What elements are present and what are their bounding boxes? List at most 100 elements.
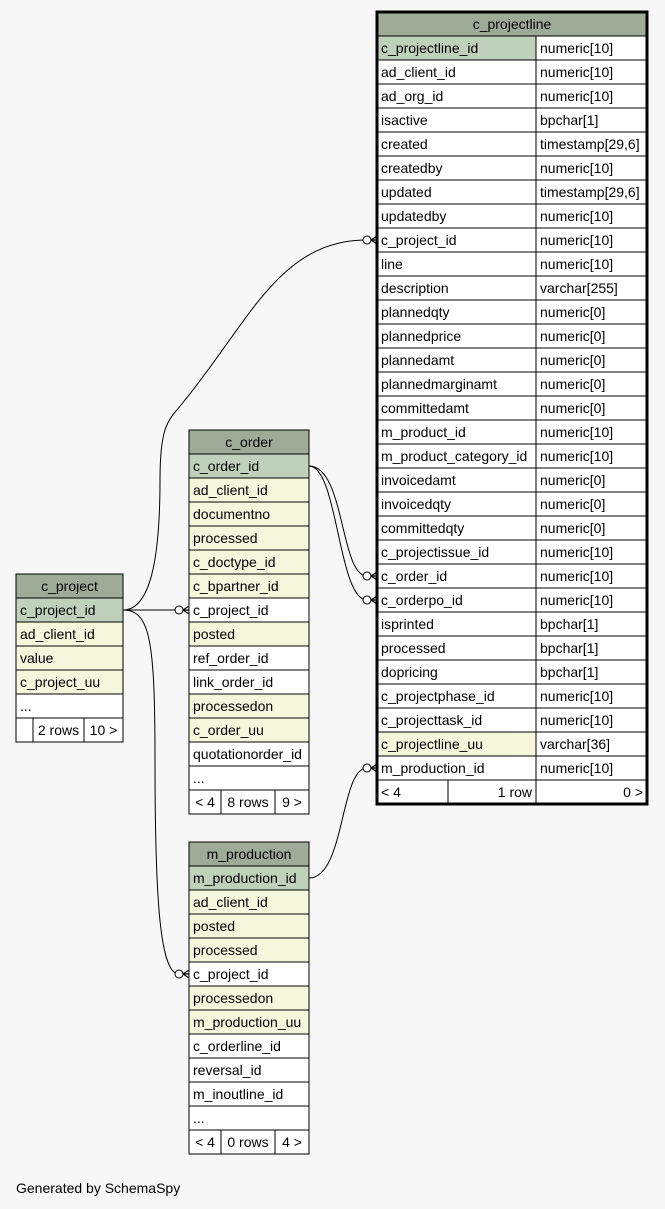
table-c-project[interactable]: c_projectc_project_idad_client_idvaluec_… — [15, 573, 124, 743]
column-row-c-project-id[interactable]: c_project_id — [188, 961, 310, 987]
column-row-quotationorder-id[interactable]: quotationorder_id — [188, 741, 310, 767]
children-link[interactable]: 9 > — [282, 794, 302, 810]
column-name: c_bpartner_id — [193, 578, 279, 594]
column-row-c-orderline-id[interactable]: c_orderline_id — [188, 1033, 310, 1059]
column-name: c_projectissue_id — [381, 544, 489, 560]
column-type: numeric[0] — [540, 520, 605, 536]
column-row-c-bpartner-id[interactable]: c_bpartner_id — [188, 573, 310, 599]
column-row-ref-order-id[interactable]: ref_order_id — [188, 645, 310, 671]
column-name: m_inoutline_id — [193, 1086, 283, 1102]
column-name: updated — [381, 184, 432, 200]
column-name: c_projectphase_id — [381, 688, 495, 704]
column-type: numeric[10] — [540, 688, 613, 704]
row-count: 2 rows — [38, 722, 79, 738]
column-name-cell — [376, 155, 537, 181]
column-row-c-project-id[interactable]: c_project_id — [15, 597, 124, 623]
column-type: numeric[10] — [540, 760, 613, 776]
table-m-production[interactable]: m_productionm_production_idad_client_idp… — [188, 841, 310, 1155]
column-type-cell — [535, 419, 648, 445]
column-row-m-production-uu[interactable]: m_production_uu — [188, 1009, 310, 1035]
column-row-processed[interactable]: processed — [188, 937, 310, 963]
column-cell — [188, 669, 310, 695]
column-row-c-projectphase-id[interactable]: c_projectphase_id numeric[10] — [376, 683, 648, 709]
column-name: link_order_id — [193, 674, 273, 690]
column-name: invoicedamt — [381, 472, 456, 488]
column-row-c-project-id[interactable]: c_project_id — [188, 597, 310, 623]
crows-foot-marker — [362, 595, 378, 605]
column-name: ... — [193, 770, 205, 786]
column-row-m-inoutline-id[interactable]: m_inoutline_id — [188, 1081, 310, 1107]
column-row-ellipsis[interactable]: ... — [15, 693, 124, 719]
children-link[interactable]: 10 > — [90, 722, 118, 738]
parents-link[interactable]: < 4 — [195, 1134, 215, 1150]
parents-link[interactable]: < 4 — [381, 784, 401, 800]
column-row-ad-client-id[interactable]: ad_client_id — [188, 477, 310, 503]
column-row-processed[interactable]: processed — [188, 525, 310, 551]
edge-corder-to-cprojectline-order — [308, 465, 378, 581]
column-name: ... — [193, 1110, 205, 1126]
column-row-c-order-id[interactable]: c_order_id — [188, 453, 310, 479]
column-cell — [15, 621, 124, 647]
column-row-ad-client-id[interactable]: ad_client_id — [15, 621, 124, 647]
column-row-processedon[interactable]: processedon — [188, 985, 310, 1011]
column-row-documentno[interactable]: documentno — [188, 501, 310, 527]
column-row-processedon[interactable]: processedon — [188, 693, 310, 719]
column-row-ellipsis[interactable]: ... — [188, 1105, 310, 1131]
column-row-link-order-id[interactable]: link_order_id — [188, 669, 310, 695]
column-row-m-production-id[interactable]: m_production_id — [188, 865, 310, 891]
column-row-ad-client-id[interactable]: ad_client_id — [188, 889, 310, 915]
relationship-edges — [122, 235, 378, 979]
column-row-reversal-id[interactable]: reversal_id — [188, 1057, 310, 1083]
children-link[interactable]: 4 > — [282, 1134, 302, 1150]
parents-link[interactable]: < 4 — [195, 794, 215, 810]
column-cell — [15, 693, 124, 719]
column-row-c-doctype-id[interactable]: c_doctype_id — [188, 549, 310, 575]
footer-cell — [447, 779, 537, 805]
children-link[interactable]: 0 > — [623, 784, 643, 800]
column-row-posted[interactable]: posted — [188, 621, 310, 647]
column-type-cell — [535, 683, 648, 709]
column-row-ellipsis[interactable]: ... — [188, 765, 310, 791]
column-cell — [188, 501, 310, 527]
column-type-cell — [535, 179, 648, 205]
table-c-order[interactable]: c_orderc_order_idad_client_iddocumentnop… — [188, 429, 310, 815]
column-name: dopricing — [381, 664, 438, 680]
column-row-c-project-uu[interactable]: c_project_uu — [15, 669, 124, 695]
column-type: numeric[10] — [540, 64, 613, 80]
column-row-value[interactable]: value — [15, 645, 124, 671]
column-row-posted[interactable]: posted — [188, 913, 310, 939]
column-row-c-order-uu[interactable]: c_order_uu — [188, 717, 310, 743]
